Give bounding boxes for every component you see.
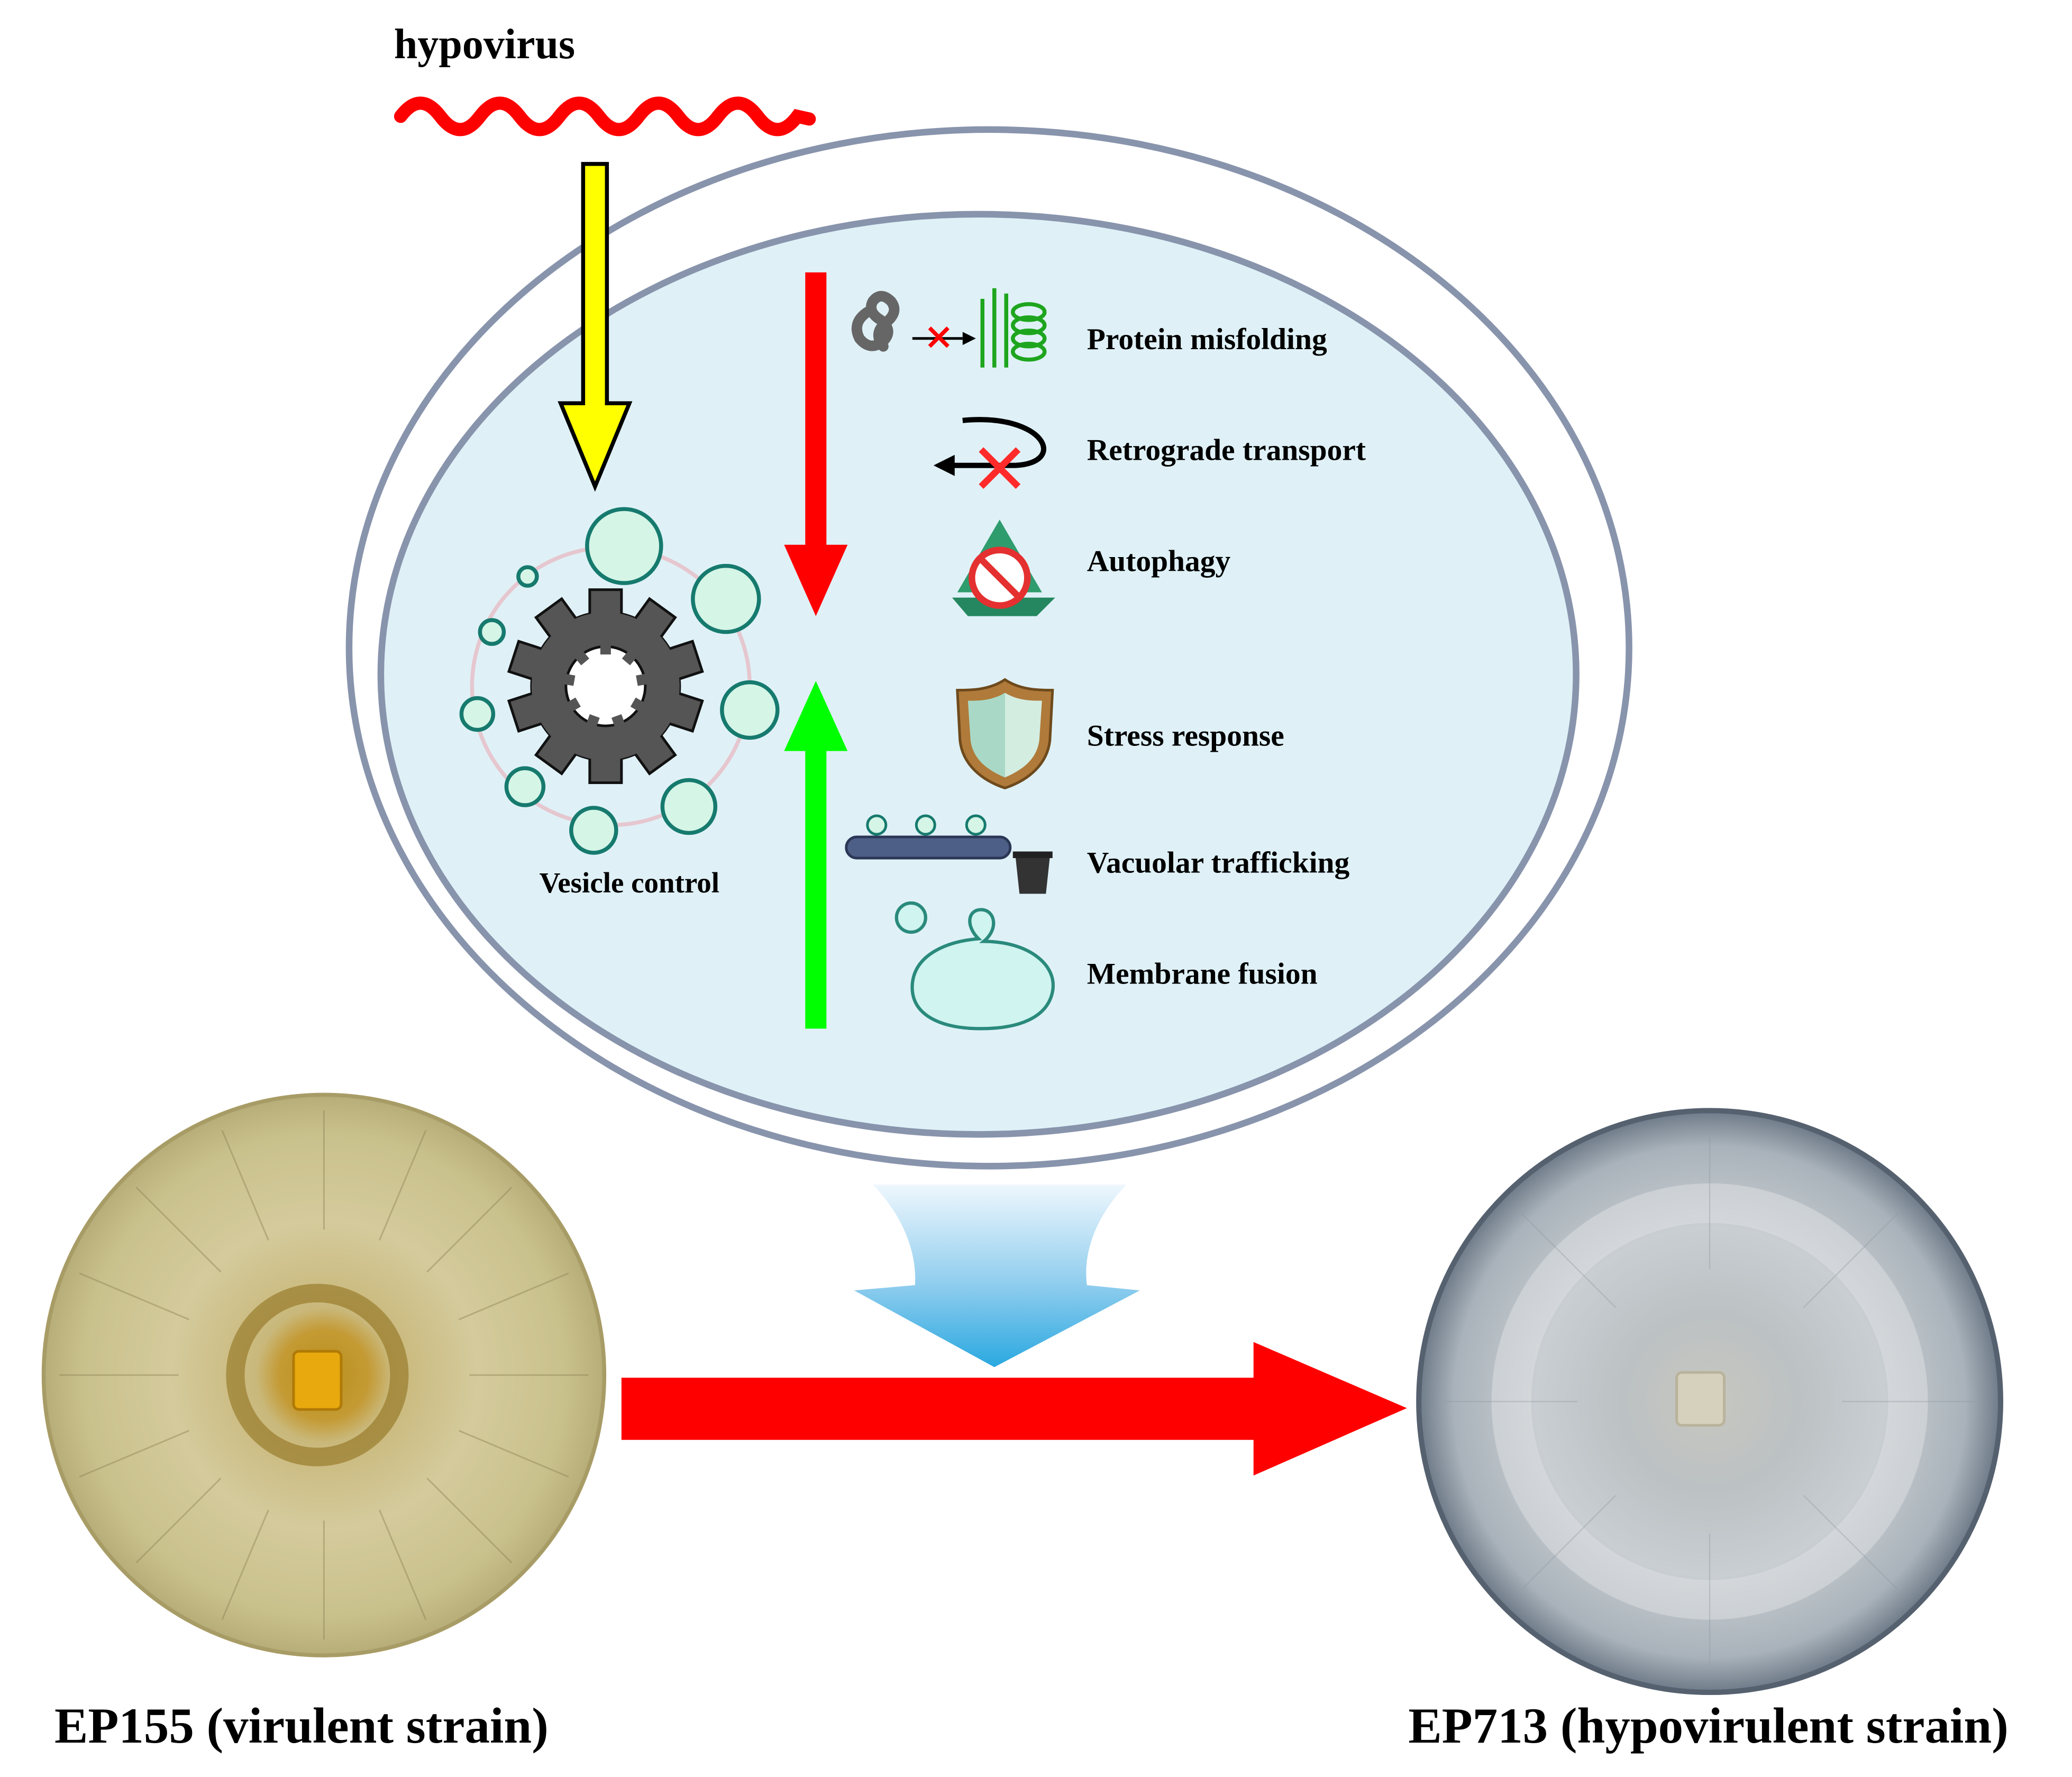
vesicle	[720, 680, 780, 740]
vesicle	[459, 696, 496, 732]
vesicle-control-caption: Vesicle control	[540, 867, 719, 899]
vesicle	[660, 778, 718, 835]
vesicle	[691, 563, 761, 634]
strain-transition-arrow	[621, 1342, 1407, 1476]
vesicle	[516, 565, 539, 588]
effect-funnel-arrow	[854, 1184, 1140, 1368]
decrease-arrow	[784, 272, 848, 616]
gear-icon	[507, 588, 704, 785]
retrograde-transport-icon	[933, 417, 1046, 489]
label-hypovirulent-strain: EP713 (hypovirulent strain)	[1408, 1698, 2008, 1754]
ep713-colony-plate	[1416, 1108, 2004, 1696]
autophagy-icon	[952, 520, 1055, 616]
increase-arrow	[784, 681, 848, 1029]
vesicle-control-cluster	[459, 507, 780, 855]
virus-entry-arrow	[558, 162, 633, 492]
label-retrograde-transport: Retrograde transport	[1087, 434, 1366, 467]
membrane-fusion-icon	[894, 901, 1055, 1031]
label-autophagy: Autophagy	[1087, 545, 1231, 578]
label-vacuolar-trafficking: Vacuolar trafficking	[1087, 846, 1350, 880]
label-virulent-strain: EP155 (virulent strain)	[54, 1698, 549, 1754]
cell-membrane	[377, 211, 1580, 1138]
label-stress-response: Stress response	[1087, 719, 1284, 753]
ep155-colony-plate	[41, 1092, 607, 1657]
vesicle	[478, 618, 506, 646]
vesicle	[585, 507, 663, 585]
vesicle	[569, 806, 618, 855]
shield-icon	[956, 678, 1054, 790]
virus-label: hypovirus	[394, 21, 575, 68]
conveyor-icon	[845, 814, 1053, 894]
label-protein-misfolding: Protein misfolding	[1087, 323, 1327, 356]
hypovirus-wave-icon	[394, 96, 816, 136]
label-membrane-fusion: Membrane fusion	[1087, 957, 1318, 990]
vesicle	[504, 766, 546, 807]
protein-misfolding-icon	[851, 288, 1047, 368]
